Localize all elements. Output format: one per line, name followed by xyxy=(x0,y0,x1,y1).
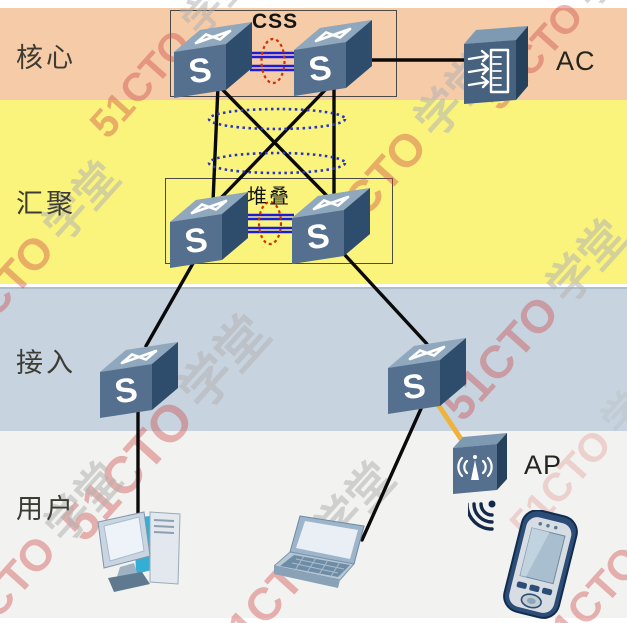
laptop-front-edge xyxy=(274,566,340,588)
agg-switch-right: S xyxy=(290,184,374,269)
switch-bowtie-icon xyxy=(312,195,350,211)
switch-letter: S xyxy=(306,49,334,90)
access-switch-left: S xyxy=(98,338,182,423)
ap-side-face xyxy=(497,433,507,490)
pc-monitor-screen xyxy=(103,516,145,562)
laptop xyxy=(272,514,378,603)
ap-antenna-icon xyxy=(457,455,493,480)
switch-side-face xyxy=(346,20,372,88)
ac-ledger-icon xyxy=(489,48,510,94)
access-switch-right: S xyxy=(386,334,470,419)
switch-letter: S xyxy=(304,217,332,258)
layer-label-user: 用户 xyxy=(16,494,76,524)
ac-arrows-icon xyxy=(467,48,510,94)
switch-side-face xyxy=(440,338,466,406)
switch-front-face xyxy=(292,210,344,264)
ac-side-face xyxy=(516,26,528,100)
ac-label: AC xyxy=(556,46,596,76)
switch-bowtie-icon xyxy=(190,199,228,215)
layer-label-aggregation: 汇聚 xyxy=(16,189,76,219)
switch-bowtie-icon xyxy=(120,349,158,365)
switch-front-face xyxy=(170,214,222,268)
core-switch-right: S xyxy=(292,16,376,101)
css-cluster-label: CSS xyxy=(252,10,299,33)
desktop-pc xyxy=(94,504,186,601)
switch-bowtie-icon xyxy=(194,29,232,45)
stack-group-label: 堆叠 xyxy=(247,186,291,208)
agg-switch-left: S xyxy=(168,188,252,273)
switch-side-face xyxy=(222,192,248,260)
pc-tower-vents xyxy=(153,519,175,534)
switch-side-face xyxy=(152,342,178,410)
access-layer-band xyxy=(0,287,627,431)
ac-device xyxy=(458,22,534,111)
wireless-signal-icon xyxy=(465,496,524,543)
pc-tower xyxy=(149,511,181,585)
switch-letter: S xyxy=(112,371,140,412)
switch-bowtie-icon xyxy=(408,345,446,361)
pc-monitor-base xyxy=(108,572,150,592)
switch-letter: S xyxy=(186,51,214,92)
ac-top-face xyxy=(464,26,528,44)
switch-side-face xyxy=(344,188,370,256)
switch-letter: S xyxy=(182,221,210,262)
laptop-keys xyxy=(291,555,345,579)
ap-label: AP xyxy=(524,450,563,480)
mobile-phone xyxy=(500,509,580,623)
ap-device xyxy=(450,433,512,500)
switch-side-face xyxy=(226,22,252,90)
switch-front-face xyxy=(294,42,346,96)
core-switch-left: S xyxy=(172,18,256,103)
layer-label-access: 接入 xyxy=(16,348,76,378)
switch-bowtie-icon xyxy=(314,27,352,43)
layer-label-core: 核心 xyxy=(16,43,76,73)
laptop-screen xyxy=(296,521,358,559)
